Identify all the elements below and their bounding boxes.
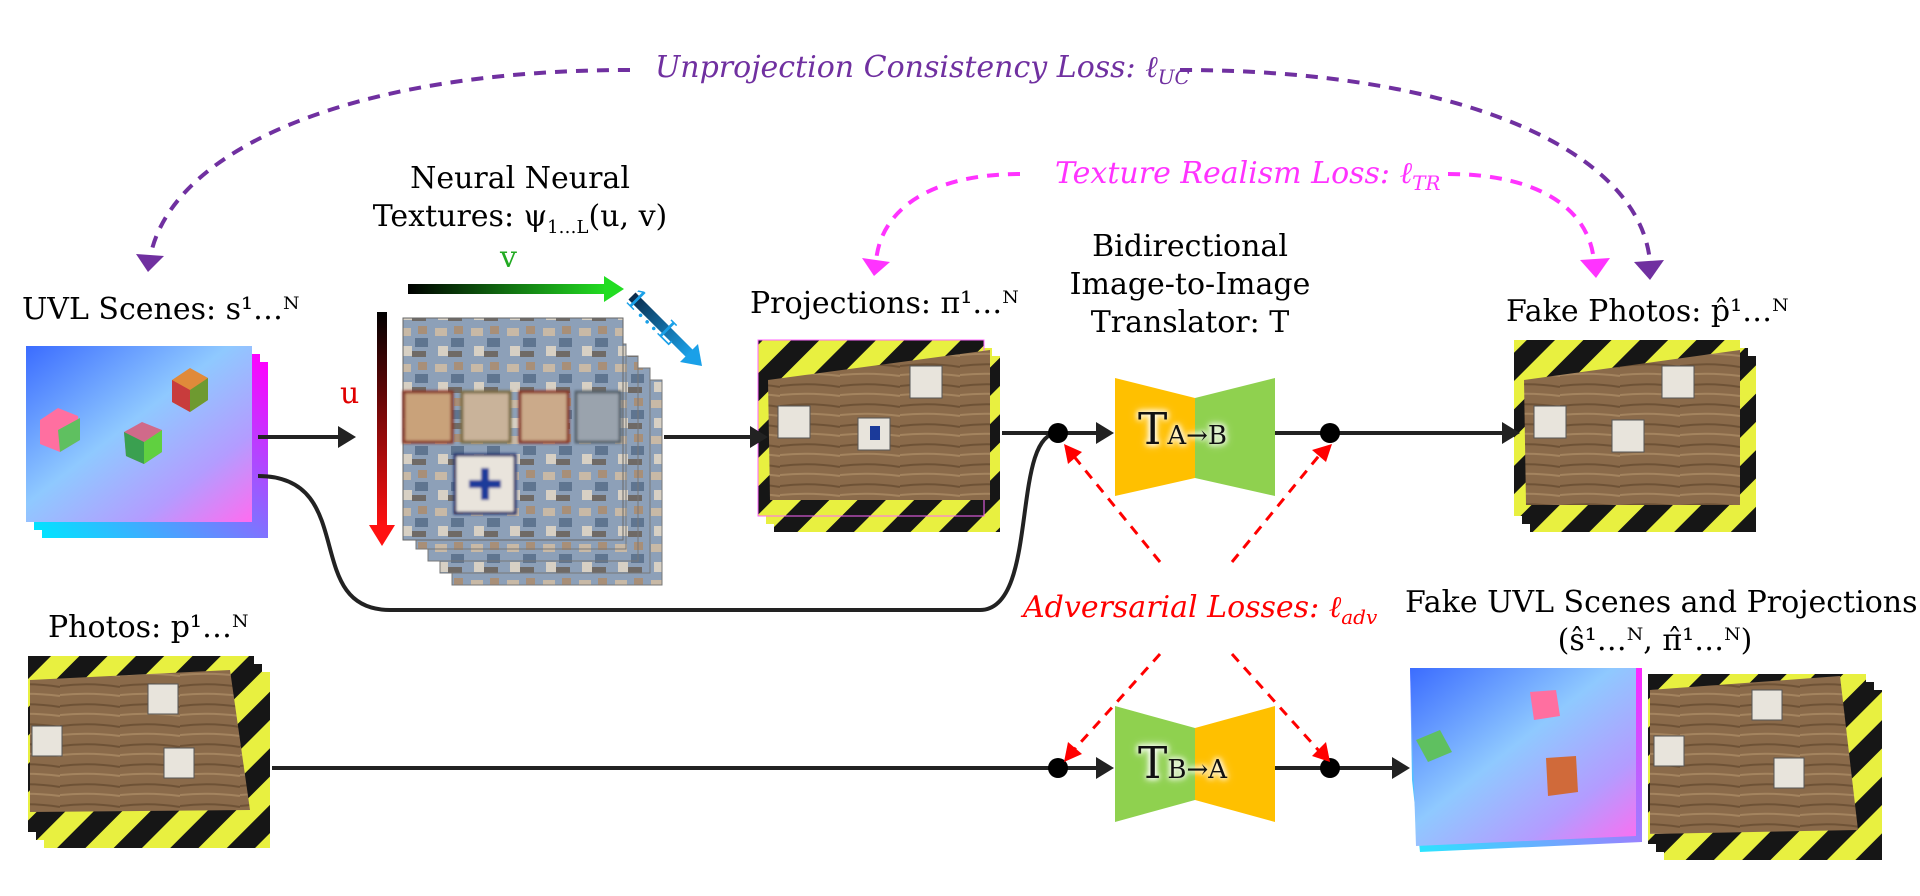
l-axis-arrow xyxy=(628,292,702,366)
adversarial-loss-text: Adversarial Losses: ℓ xyxy=(1023,590,1342,625)
translator-line1: Bidirectional xyxy=(1092,229,1288,264)
v-axis-arrow xyxy=(408,276,624,302)
neural-textures-line2: Textures: ψ1…L(u, v) xyxy=(360,198,680,247)
texture-realism-loss-arrows xyxy=(874,172,1596,263)
junction-dots xyxy=(1048,423,1340,778)
fake-projections-stack xyxy=(1648,674,1882,860)
neural-textures-line1: Neural Neural xyxy=(410,161,630,196)
translator-line2: Image-to-Image xyxy=(1069,267,1311,302)
translator-ba-symbol: T xyxy=(1138,738,1168,789)
flow-arrowheads xyxy=(338,422,1520,779)
u-axis-label: u xyxy=(340,376,360,411)
projections-stack xyxy=(757,339,1000,532)
texture-realism-loss-label: Texture Realism Loss: ℓTR xyxy=(1055,156,1440,195)
translator-line3: Translator: T xyxy=(1090,305,1290,340)
adversarial-arrowheads xyxy=(1064,444,1332,762)
fake-uvl-stack xyxy=(1410,668,1642,852)
translator-ba xyxy=(1115,706,1275,822)
translator-ba-subscript: B→A xyxy=(1167,755,1228,785)
fake-photos-label: Fake Photos: p̂¹…ᴺ xyxy=(1506,294,1789,329)
neural-textures-subscript: 1…L xyxy=(547,217,589,238)
neural-textures-args: (u, v) xyxy=(588,199,668,234)
unprojection-loss-subscript: UC xyxy=(1157,65,1190,89)
translator-ab-subscript: A→B xyxy=(1167,421,1228,451)
projections-label: Projections: π¹…ᴺ xyxy=(750,286,1019,321)
u-axis-arrow xyxy=(369,312,395,546)
translator-ab-label: TA→B xyxy=(1138,404,1227,455)
adversarial-loss-arrows xyxy=(1070,451,1324,754)
unprojection-arrowheads xyxy=(136,254,1664,280)
translator-ba-label: TB→A xyxy=(1138,738,1227,789)
adversarial-loss-subscript: adv xyxy=(1341,605,1378,629)
texture-realism-loss-text: Texture Realism Loss: ℓ xyxy=(1055,156,1413,191)
neural-textures-stack xyxy=(402,317,663,586)
texture-letter-blocks xyxy=(402,390,622,515)
fake-uvl-line2: (ŝ¹…ᴺ, π̂¹…ᴺ) xyxy=(1557,623,1753,658)
uvl-cube xyxy=(124,422,162,464)
unprojection-loss-arrows xyxy=(148,68,1652,263)
unprojection-loss-text: Unprojection Consistency Loss: ℓ xyxy=(655,50,1158,85)
adversarial-loss-label: Adversarial Losses: ℓadv xyxy=(1023,590,1377,629)
uvl-cube xyxy=(172,368,208,412)
v-axis-label: v xyxy=(500,240,517,275)
neural-textures-prefix: Textures: ψ xyxy=(372,199,548,234)
photos-label: Photos: p¹…ᴺ xyxy=(48,610,249,645)
neural-textures-label: Neural Neural Textures: ψ1…L(u, v) xyxy=(360,160,680,247)
texture-realism-loss-subscript: TR xyxy=(1412,171,1441,195)
translator-label: Bidirectional Image-to-Image Translator:… xyxy=(1040,228,1340,342)
texture-realism-arrowheads xyxy=(862,258,1610,278)
fake-photos-stack xyxy=(1514,340,1756,532)
translator-ab-symbol: T xyxy=(1138,404,1168,455)
unprojection-loss-label: Unprojection Consistency Loss: ℓUC xyxy=(655,50,1190,89)
uvl-scenes-stack xyxy=(26,346,268,538)
uvl-cube xyxy=(40,408,80,452)
fake-uvl-line1: Fake UVL Scenes and Projections: xyxy=(1405,585,1920,620)
translator-ab xyxy=(1115,378,1275,496)
uvl-scenes-label: UVL Scenes: s¹…ᴺ xyxy=(22,292,300,327)
fake-uvl-label: Fake UVL Scenes and Projections: (ŝ¹…ᴺ,… xyxy=(1405,584,1920,660)
photos-stack xyxy=(28,656,270,848)
